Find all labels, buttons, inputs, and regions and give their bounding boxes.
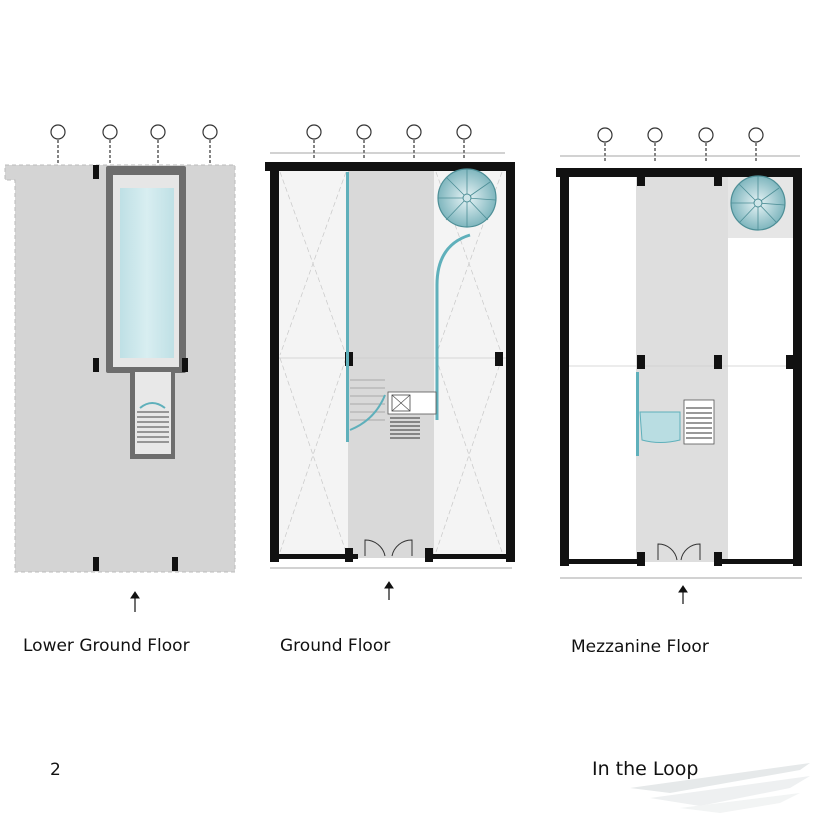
stair-treads-lower xyxy=(137,411,169,443)
glass-edge-mezzanine xyxy=(636,372,639,456)
lower-ground-floor-plan xyxy=(4,124,236,612)
curved-wall-ground xyxy=(435,233,471,420)
lower-ground-floor-label: Lower Ground Floor xyxy=(23,636,190,656)
spiral-stair-mezzanine xyxy=(730,175,786,231)
columns-mezzanine xyxy=(637,176,794,566)
entry-arrow-lower xyxy=(130,591,140,612)
floor-plans-drawing xyxy=(4,124,802,612)
entrance-doors-ground xyxy=(364,539,413,557)
stair-ground xyxy=(349,379,437,439)
ground-floor-plan xyxy=(265,124,515,600)
pool-water xyxy=(120,188,174,358)
page-number: 2 xyxy=(50,760,61,780)
entry-arrow-ground xyxy=(384,581,394,600)
ground-floor-label: Ground Floor xyxy=(280,636,391,656)
grid-markers-ground xyxy=(306,124,472,160)
stair-mezzanine xyxy=(639,399,715,445)
entrance-doors-mezzanine xyxy=(657,543,701,561)
ground-floor-circulation xyxy=(348,170,434,558)
entry-arrow-mezzanine xyxy=(678,585,688,604)
brand-swoosh-graphic xyxy=(630,763,810,813)
walls-ground xyxy=(265,162,515,562)
columns-lower xyxy=(93,165,188,571)
grid-markers-lower xyxy=(50,124,218,168)
mezzanine-slab xyxy=(636,176,728,562)
mezzanine-floor-plan xyxy=(556,127,802,604)
walls-mezzanine xyxy=(556,168,802,566)
grid-markers-mezzanine xyxy=(597,127,764,162)
glass-partition-ground xyxy=(346,172,349,442)
brand-title: In the Loop xyxy=(592,758,699,780)
mezzanine-floor-label: Mezzanine Floor xyxy=(571,637,709,657)
spiral-stair-ground xyxy=(437,168,497,228)
